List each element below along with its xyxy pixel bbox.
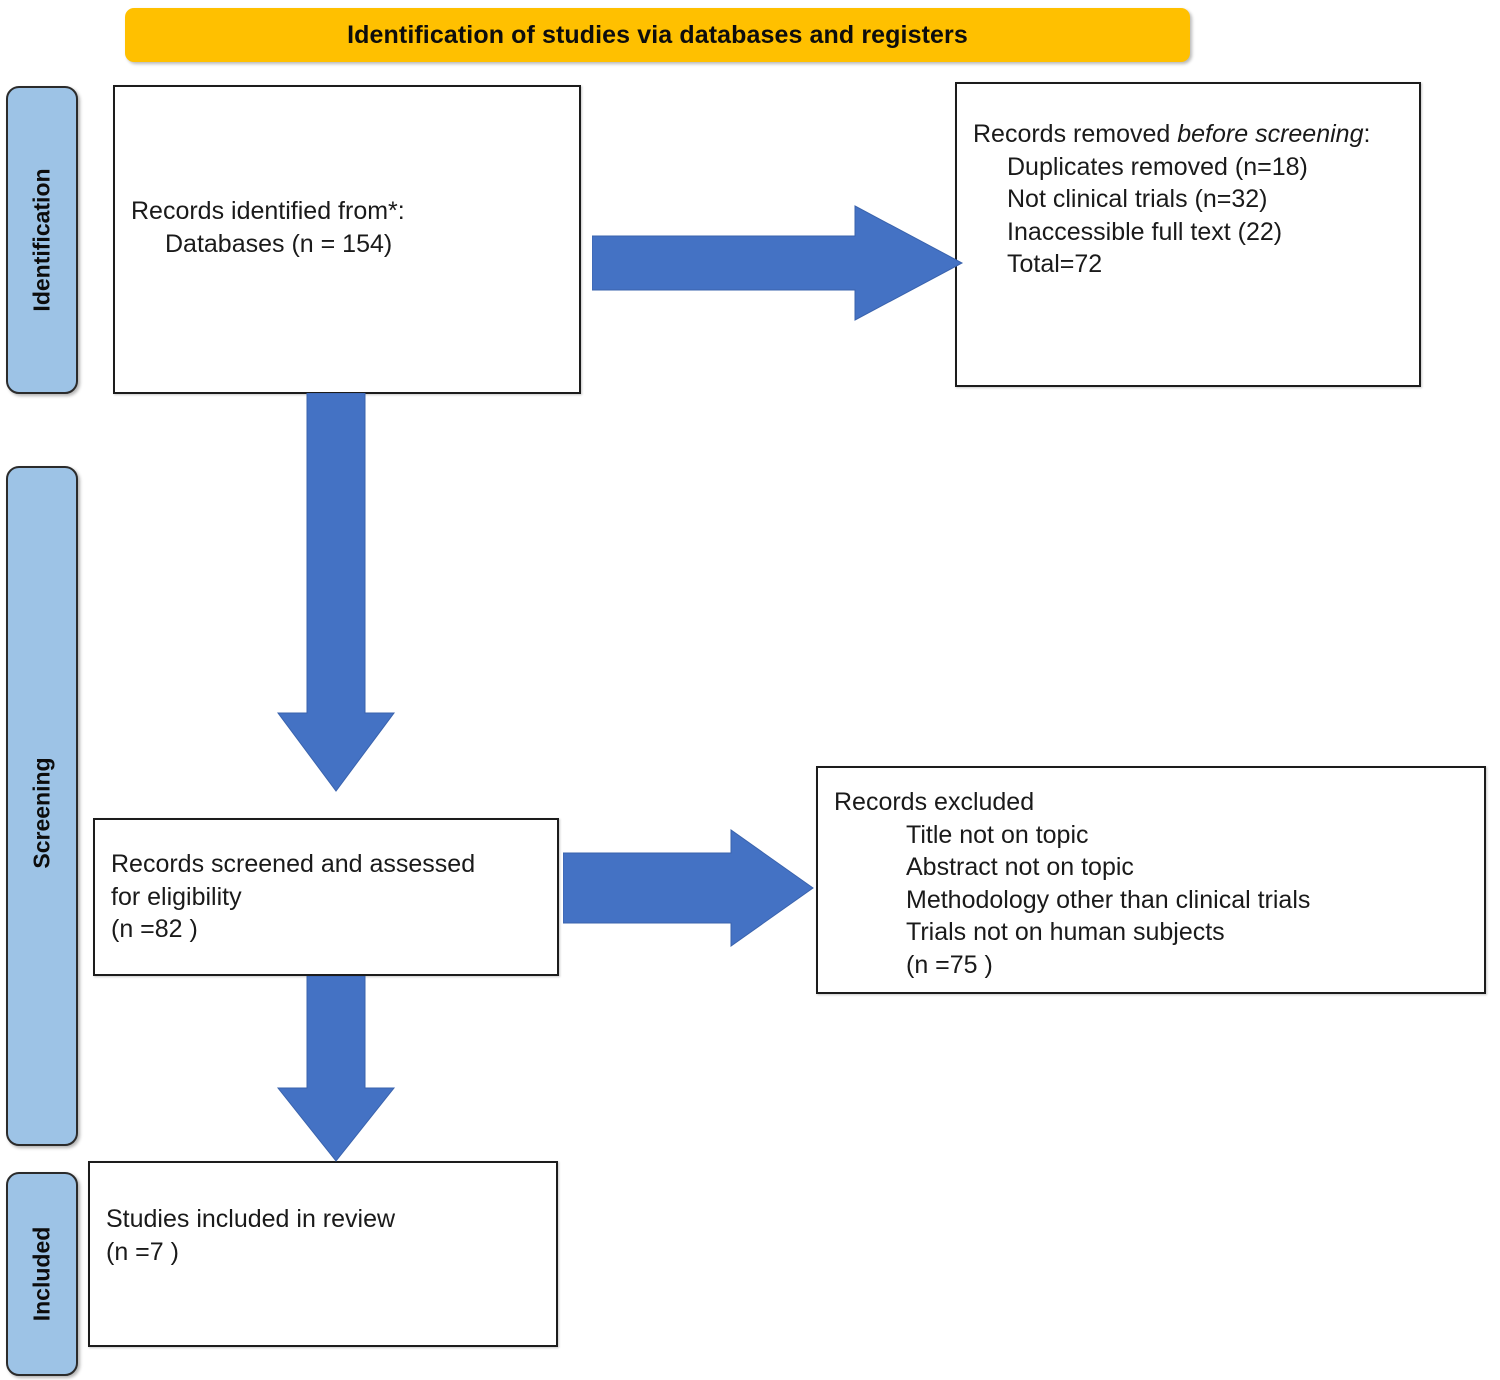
records-excluded-item-abstract: Abstract not on topic xyxy=(906,853,1134,881)
arrow-down-screened-to-included xyxy=(275,976,397,1163)
box-records-removed: Records removed before screening: Duplic… xyxy=(955,82,1421,387)
records-excluded-count: (n =75 ) xyxy=(906,950,993,979)
records-excluded-item-methodology: Methodology other than clinical trials xyxy=(906,885,1311,914)
box-records-removed-content: Records removed before screening: Duplic… xyxy=(973,118,1409,281)
records-excluded-item-title: Title not on topic xyxy=(906,820,1089,849)
records-removed-heading-italic: before screening xyxy=(1177,120,1364,148)
records-screened-line-2: for eligibility xyxy=(111,882,242,911)
stage-label-identification: Identification xyxy=(28,168,55,312)
box-records-identified: Records identified from*: Databases (n =… xyxy=(113,85,581,394)
records-excluded-item-human-subjects: Trials not on human subjects xyxy=(906,918,1225,946)
records-screened-line-1: Records screened and assessed xyxy=(111,850,476,878)
stage-label-screening: Screening xyxy=(28,757,55,869)
stage-bar-included: Included xyxy=(6,1172,78,1376)
records-removed-item-inaccessible: Inaccessible full text (22) xyxy=(1007,217,1283,246)
records-removed-heading-suffix: : xyxy=(1363,120,1371,148)
stage-label-included: Included xyxy=(28,1226,55,1322)
records-removed-heading-prefix: Records removed xyxy=(973,120,1178,148)
arrow-right-identified-to-removed xyxy=(592,203,964,323)
box-studies-included: Studies included in review (n =7 ) xyxy=(88,1161,558,1347)
records-removed-item-not-clinical: Not clinical trials (n=32) xyxy=(1007,185,1268,213)
studies-included-heading: Studies included in review xyxy=(106,1205,396,1233)
records-excluded-heading: Records excluded xyxy=(834,788,1035,816)
box-records-excluded-content: Records excluded Title not on topic Abst… xyxy=(834,786,1474,981)
arrow-right-screened-to-excluded xyxy=(563,828,815,948)
records-removed-item-total: Total=72 xyxy=(1007,250,1103,278)
records-removed-item-duplicates: Duplicates removed (n=18) xyxy=(1007,152,1308,181)
banner-title: Identification of studies via databases … xyxy=(347,20,968,49)
box-records-screened-content: Records screened and assessed for eligib… xyxy=(111,848,547,946)
box-records-identified-content: Records identified from*: Databases (n =… xyxy=(131,195,569,260)
box-records-excluded: Records excluded Title not on topic Abst… xyxy=(816,766,1486,994)
box-records-screened: Records screened and assessed for eligib… xyxy=(93,818,559,976)
arrow-down-identified-to-screened xyxy=(275,393,397,793)
stage-bar-identification: Identification xyxy=(6,86,78,394)
header-banner: Identification of studies via databases … xyxy=(125,8,1190,62)
records-screened-count: (n =82 ) xyxy=(111,915,198,943)
records-removed-heading: Records removed before screening: xyxy=(973,118,1409,151)
records-identified-databases: Databases (n = 154) xyxy=(165,229,393,258)
stage-bar-screening: Screening xyxy=(6,466,78,1146)
box-studies-included-content: Studies included in review (n =7 ) xyxy=(106,1203,546,1268)
studies-included-count: (n =7 ) xyxy=(106,1237,179,1266)
records-identified-heading: Records identified from*: xyxy=(131,197,405,225)
